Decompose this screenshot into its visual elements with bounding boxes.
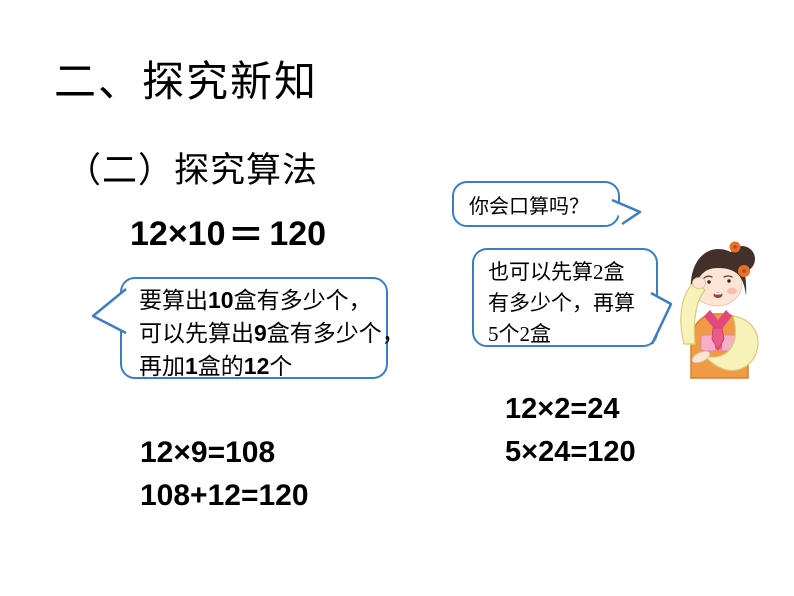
speech-bubble-method1-line3: 再加1盒的12个 (139, 353, 293, 379)
speech-bubble-question-text: 你会口算吗？ (469, 195, 589, 218)
section-title: （二）探究算法 (66, 151, 319, 190)
speech-bubble-method1-line1: 要算出10盒有多少个， (139, 287, 372, 313)
page-title: 二、探究新知 (54, 60, 319, 106)
main-equation-equals: = (230, 215, 261, 253)
calc-method1-step1: 12×9=108 (140, 436, 276, 469)
girl-raised-arm (680, 277, 706, 345)
speech-bubble-method2: 也可以先算2盒 有多少个，再算 5个2盒 (472, 248, 658, 347)
calc-method2-step1: 12×2=24 (505, 393, 620, 425)
speech-bubble-method2-line3: 5个2盒 (488, 322, 551, 346)
calc-method1-step2: 108+12=120 (140, 479, 309, 512)
main-equation-lhs: 12×10 (130, 215, 226, 253)
speech-bubble-method1-line2: 可以先算出9盒有多少个， (139, 320, 405, 346)
speech-bubble-method2-line1: 也可以先算2盒 (488, 260, 625, 284)
calculations-method1: 12×9=108 108+12=120 (140, 436, 309, 522)
speech-bubble-method2-line2: 有多少个，再算 (488, 291, 635, 315)
speech-bubble-method1-tail-icon (91, 288, 127, 335)
main-equation-rhs: 120 (269, 215, 327, 253)
calc-method2-step2: 5×24=120 (505, 436, 636, 468)
speech-bubble-question-tail-icon (611, 198, 642, 226)
calculations-method2: 12×2=24 5×24=120 (505, 393, 636, 479)
speech-bubble-method1: 要算出10盒有多少个， 可以先算出9盒有多少个， 再加1盒的12个 (120, 277, 405, 379)
girl-head (690, 241, 755, 307)
speech-bubble-method2-tail-icon (650, 291, 673, 345)
girl-thinking-illustration (680, 241, 759, 379)
main-equation: 12×10=120 (130, 215, 326, 254)
speech-bubble-question: 你会口算吗？ (452, 181, 620, 227)
girl-body (690, 310, 759, 379)
